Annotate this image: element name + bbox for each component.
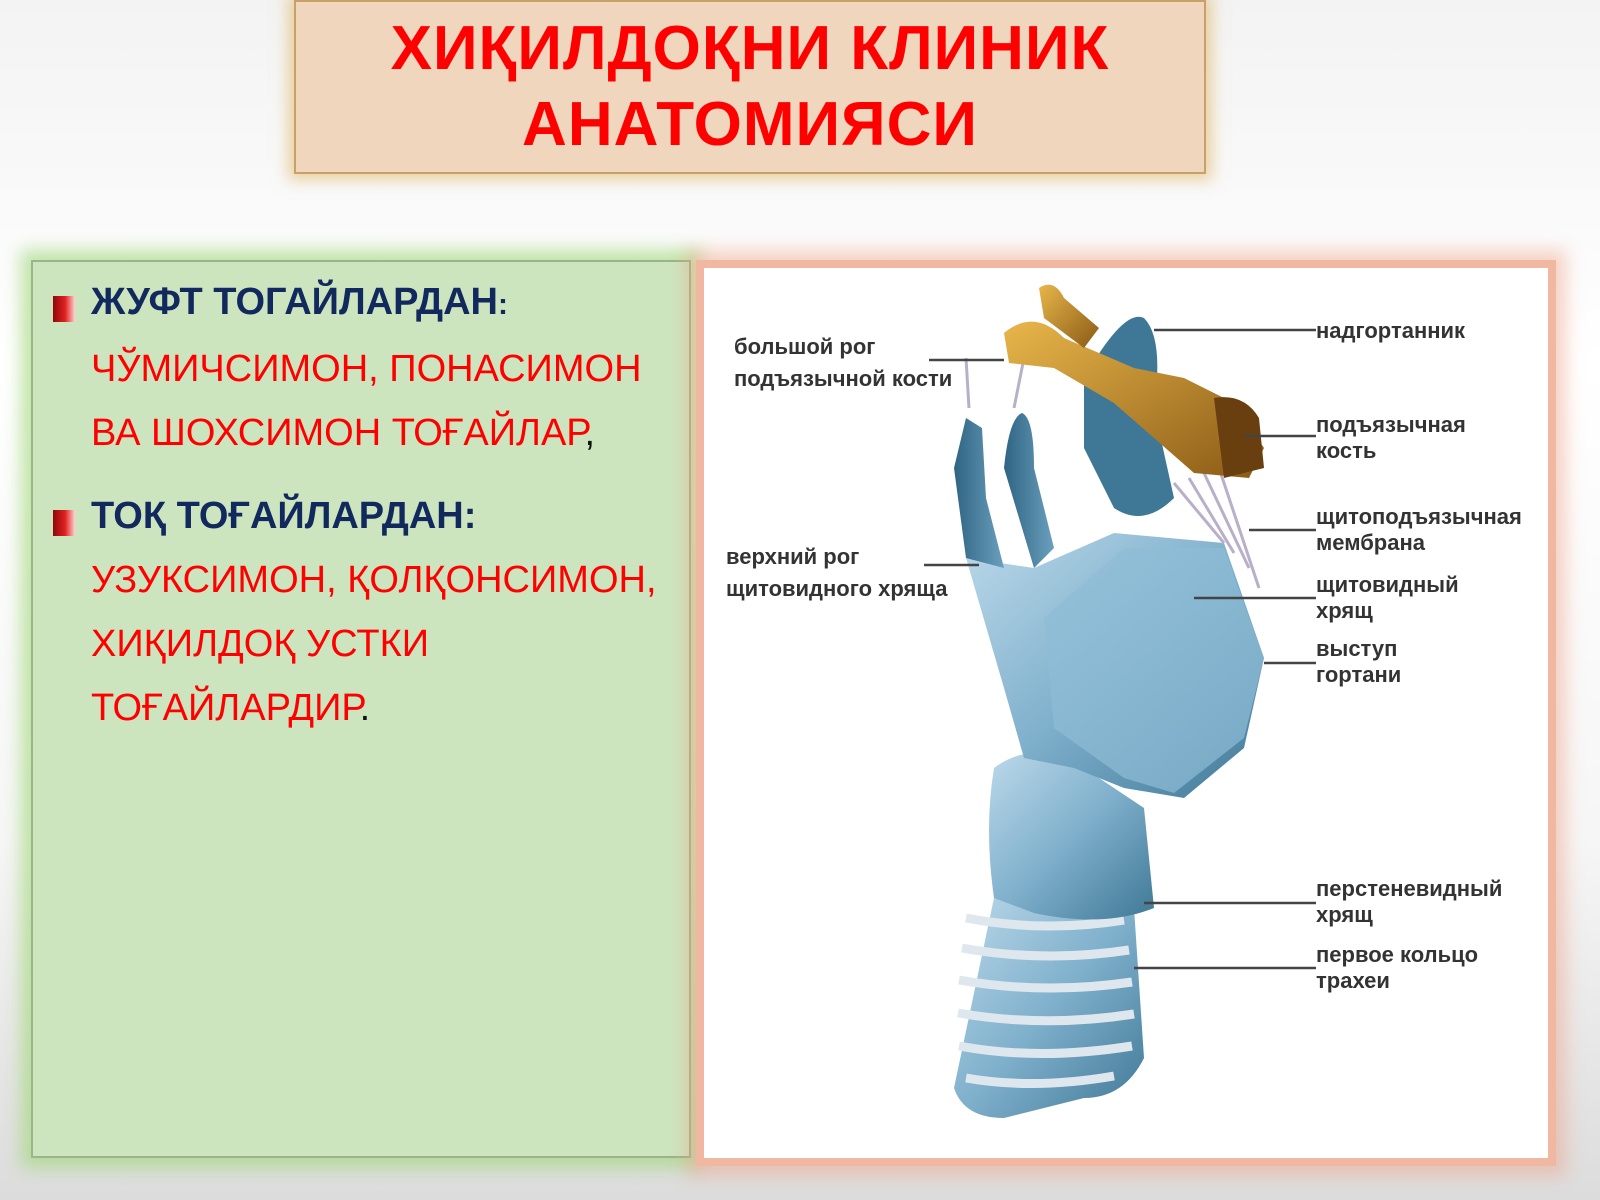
title-line-2: АНАТОМИЯСИ — [522, 90, 978, 159]
label-thyroid-2: хрящ — [1316, 598, 1373, 623]
bullet-line: УЗУКСИМОН, ҚОЛҚОНСИМОН, — [91, 559, 657, 601]
label-hyoid-1: подъязычная — [1316, 412, 1466, 437]
label-prominence-2: гортани — [1316, 662, 1401, 687]
bullet-marker-icon — [53, 510, 75, 536]
label-hyoid-horn-1: большой рог — [734, 334, 875, 359]
figure-panel: большой рог подъязычной кости надгортанн… — [696, 260, 1556, 1166]
bullet-line: ВА ШОХСИМОН ТОҒАЙЛАР, — [91, 412, 596, 454]
bullet-line: ЧЎМИЧСИМОН, ПОНАСИМОН — [91, 348, 642, 390]
bullet-unpaired-cartilages: ТОҚ ТОҒАЙЛАРДАН: УЗУКСИМОН, ҚОЛҚОНСИМОН,… — [53, 484, 691, 740]
title-box: ХИҚИЛДОҚНИ КЛИНИК АНАТОМИЯСИ — [294, 0, 1206, 174]
label-hyoid-2: кость — [1316, 438, 1376, 463]
bullet-heading: ТОҚ ТОҒАЙЛАРДАН: — [91, 495, 477, 537]
label-thyroid-1: щитовидный — [1316, 572, 1459, 597]
trachea-shape — [954, 898, 1144, 1118]
label-membrane-2: мембрана — [1316, 530, 1426, 555]
hyoid-bone-shape — [1004, 321, 1264, 478]
label-thyroid-horn-1: верхний рог — [726, 544, 859, 569]
membrane-shape — [964, 357, 1261, 589]
label-thyroid-horn-2: щитовидного хряща — [726, 576, 948, 601]
bullet-paired-cartilages: ЖУФТ ТОГАЙЛАРДАН: ЧЎМИЧСИМОН, ПОНАСИМОН … — [53, 270, 691, 465]
label-trachea-2: трахеи — [1316, 968, 1390, 993]
bullet-line: ТОҒАЙЛАРДИР. — [91, 687, 371, 729]
thyroid-horn-shape — [954, 418, 1004, 568]
label-hyoid-horn-2: подъязычной кости — [734, 366, 952, 391]
label-trachea-1: первое кольцо — [1316, 942, 1478, 967]
label-epiglottis: надгортанник — [1316, 318, 1466, 343]
cricoid-cartilage-shape — [989, 753, 1154, 920]
bullet-line: ХИҚИЛДОҚ УСТКИ — [91, 623, 430, 665]
left-text-panel: ЖУФТ ТОГАЙЛАРДАН: ЧЎМИЧСИМОН, ПОНАСИМОН … — [31, 260, 691, 1158]
label-cricoid-2: хрящ — [1316, 902, 1373, 927]
bullet-marker-icon — [53, 296, 75, 322]
larynx-illustration: большой рог подъязычной кости надгортанн… — [726, 284, 1522, 1118]
label-cricoid-1: перстеневидный — [1316, 876, 1502, 901]
title-line-1: ХИҚИЛДОҚНИ КЛИНИК — [390, 14, 1110, 83]
leader-lines — [924, 328, 1316, 970]
label-prominence-1: выступ — [1316, 636, 1397, 661]
label-membrane-1: щитоподъязычная — [1316, 504, 1522, 529]
bullet-heading: ЖУФТ ТОГАЙЛАРДАН: — [91, 281, 508, 323]
